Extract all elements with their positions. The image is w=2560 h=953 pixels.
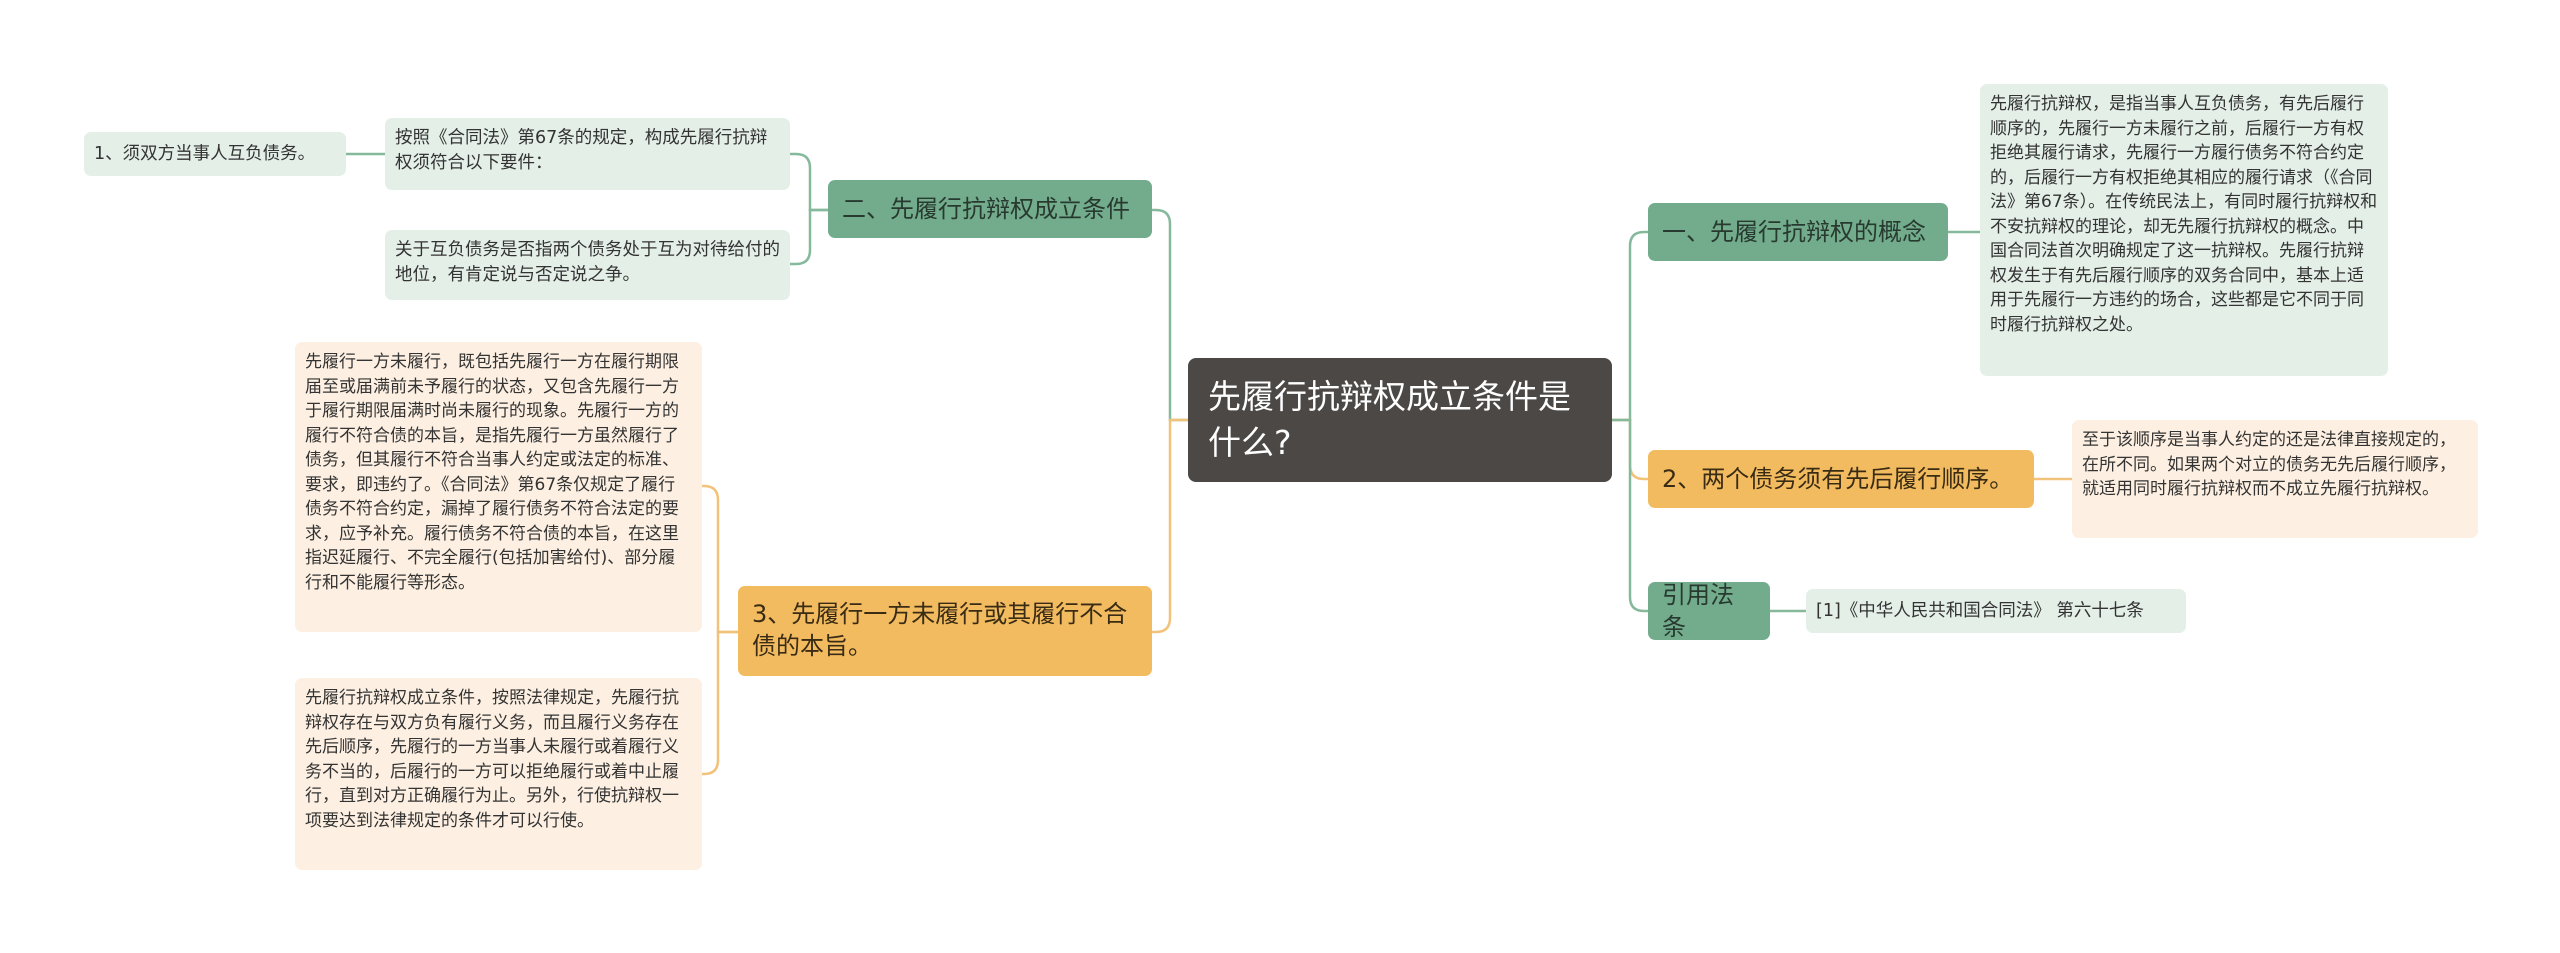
leaf-mutual-debt-note[interactable]: 关于互负债务是否指两个债务处于互为对待给付的地位，有肯定说与否定说之争。 [385, 230, 790, 300]
topic-concept[interactable]: 一、先履行抗辩权的概念 [1648, 203, 1948, 261]
topic-concept-label: 一、先履行抗辩权的概念 [1662, 218, 1926, 246]
leaf-law-text[interactable]: [1]《中华人民共和国合同法》 第六十七条 [1806, 589, 2186, 633]
link-center-condition [1148, 208, 1190, 422]
leaf-order-text-body: 至于该顺序是当事人约定的还是法律直接规定的，在所不同。如果两个对立的债务无先后履… [2082, 430, 2456, 499]
topic-condition[interactable]: 二、先履行抗辩权成立条件 [828, 180, 1152, 238]
leaf-mutual-debt[interactable]: 1、须双方当事人互负债务。 [84, 132, 346, 176]
topic-breach-label: 3、先履行一方未履行或其履行不合债的本旨。 [752, 600, 1128, 660]
topic-order[interactable]: 2、两个债务须有先后履行顺序。 [1648, 450, 2034, 508]
link-condition-note [788, 208, 830, 266]
topic-law[interactable]: 引用法条 [1648, 581, 1770, 641]
link-breach-summary [700, 630, 740, 776]
topic-breach[interactable]: 3、先履行一方未履行或其履行不合债的本旨。 [738, 586, 1152, 676]
leaf-conditions-summary[interactable]: 先履行抗辩权成立条件，按照法律规定，先履行抗辩权存在与双方负有履行义务，而且履行… [295, 678, 702, 870]
leaf-non-performance[interactable]: 先履行一方未履行，既包括先履行一方在履行期限届至或届满前未予履行的状态，又包含先… [295, 342, 702, 632]
link-center-law [1610, 418, 1650, 613]
leaf-concept-text[interactable]: 先履行抗辩权，是指当事人互负债务，有先后履行顺序的，先履行一方未履行之前，后履行… [1980, 84, 2388, 376]
topic-order-label: 2、两个债务须有先后履行顺序。 [1662, 465, 2014, 493]
leaf-mutual-debt-note-text: 关于互负债务是否指两个债务处于互为对待给付的地位，有肯定说与否定说之争。 [395, 240, 780, 285]
leaf-mutual-debt-text: 1、须双方当事人互负债务。 [94, 143, 316, 164]
link-breach-nonperf [700, 484, 740, 634]
leaf-law-text-body: [1]《中华人民共和国合同法》 第六十七条 [1816, 600, 2144, 621]
leaf-order-text[interactable]: 至于该顺序是当事人约定的还是法律直接规定的，在所不同。如果两个对立的债务无先后履… [2072, 420, 2478, 538]
leaf-per-article[interactable]: 按照《合同法》第67条的规定，构成先履行抗辩权须符合以下要件： [385, 118, 790, 190]
leaf-per-article-text: 按照《合同法》第67条的规定，构成先履行抗辩权须符合以下要件： [395, 128, 768, 173]
topic-condition-label: 二、先履行抗辩权成立条件 [842, 195, 1130, 223]
leaf-conditions-summary-text: 先履行抗辩权成立条件，按照法律规定，先履行抗辩权存在与双方负有履行义务，而且履行… [305, 688, 679, 831]
link-condition-article [788, 152, 830, 212]
central-topic-title: 先履行抗辩权成立条件是什么? [1208, 377, 1571, 462]
leaf-non-performance-text: 先履行一方未履行，既包括先履行一方在履行期限届至或届满前未予履行的状态，又包含先… [305, 352, 679, 593]
leaf-concept-text-body: 先履行抗辩权，是指当事人互负债务，有先后履行顺序的，先履行一方未履行之前，后履行… [1990, 94, 2378, 335]
central-topic[interactable]: 先履行抗辩权成立条件是什么? [1188, 358, 1612, 482]
link-center-concept [1610, 230, 1650, 422]
topic-law-label: 引用法条 [1662, 581, 1734, 641]
link-center-breach [1148, 418, 1190, 634]
